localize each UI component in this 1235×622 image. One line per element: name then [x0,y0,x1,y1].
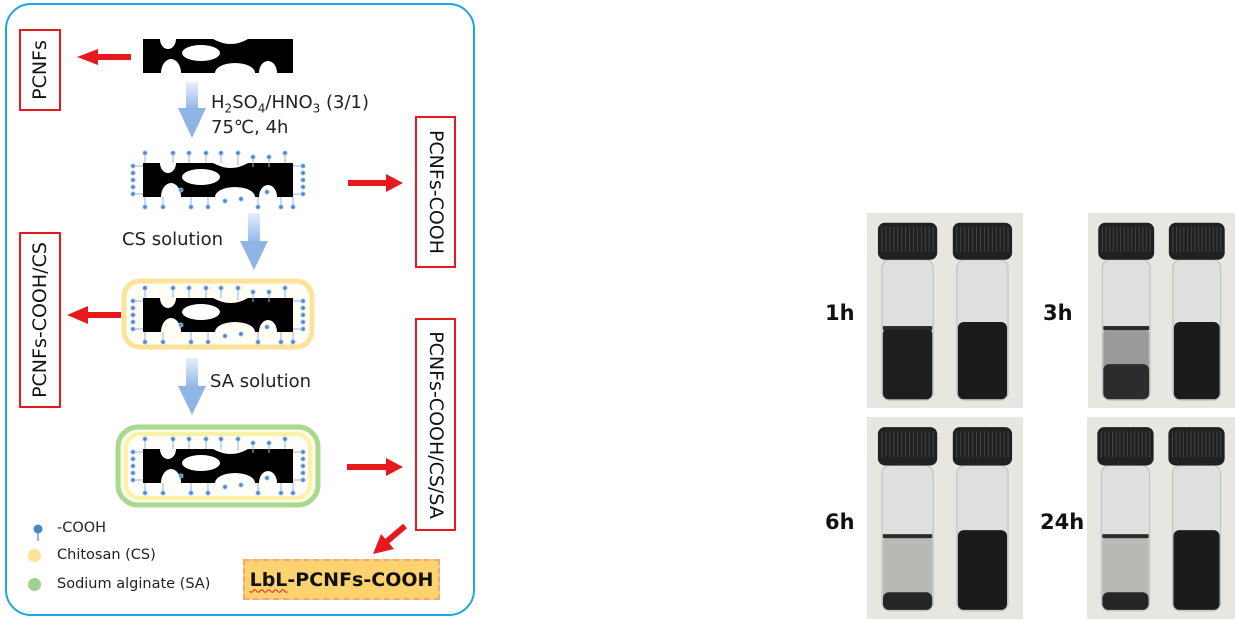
text-part: 2 [224,101,233,116]
vial-meniscus [882,326,933,331]
vial-photo-6h [867,417,1023,619]
vial-meniscus [882,534,933,539]
sa-step-label: SA solution [210,371,312,392]
vial-liquid [1102,536,1149,610]
chitosan-dot-icon [28,548,41,562]
acid-treatment-conditions: 75℃, 4h [211,117,289,138]
vial-left [1098,222,1155,401]
vial-meniscus [1103,326,1150,331]
down-arrow-1 [178,82,206,138]
vial-cap [877,427,938,466]
final-product-label: LbL-PCNFs-COOH [250,569,434,591]
vial-cap [1168,222,1225,260]
vial-right [1168,222,1225,401]
vials-illustration [877,427,1013,612]
vial-liquid [957,322,1008,400]
pcnf-cooh-fiber [130,150,306,210]
vial-sediment [882,328,933,400]
vial-right [952,427,1013,612]
vial-cap [952,222,1013,260]
vial-sediment [1102,592,1149,610]
vial-left [877,427,938,612]
final-prefix: LbL [249,568,288,591]
text-part: H [211,92,225,113]
vials-illustration [1097,427,1225,612]
text-part: /HNO [265,92,313,113]
vial-photo-24h [1087,417,1235,619]
cs-step-label: CS solution [122,229,223,250]
label-box-pcnfs-cooh-cs: PCNFs-COOH/CS [19,232,61,408]
vial-sediment [1103,364,1150,400]
vial-left [1097,427,1154,612]
red-arrow-right-2 [347,458,403,476]
vial-liquid [1173,322,1220,400]
final-suffix: -PCNFs-COOH [287,568,434,591]
alginate-dot-icon [28,577,41,591]
red-arrow-left-1 [77,49,131,65]
vial-right [952,222,1013,401]
text-part: 3 [312,101,321,116]
vial-cap [877,222,938,260]
carboxyl-pin-icon [33,524,43,541]
vials-illustration [877,222,1013,401]
legend-item-chitosan: Chitosan (CS) [28,547,156,563]
vial-right [1168,427,1225,612]
text-part: 4 [257,101,266,116]
legend-label: Sodium alginate (SA) [57,576,211,592]
red-arrow-right-1 [348,174,403,192]
final-product-box: LbL-PCNFs-COOH [243,559,440,600]
scheme-graphics [33,39,407,554]
legend-label: -COOH [57,520,107,536]
vial-photo-3h [1088,213,1235,408]
down-arrow-2 [240,213,268,270]
label-box-pcnfs-cooh-cs-sa: PCNFs-COOH/CS/SA [415,318,456,531]
text-part: (3/1) [320,92,370,113]
down-arrow-3 [178,358,206,415]
vial-liquid [957,530,1008,610]
vial-meniscus [1102,534,1149,539]
text-part: SO [232,92,258,113]
vial-cap [952,427,1013,466]
legend-label: Chitosan (CS) [57,547,156,563]
vial-left [877,222,938,401]
time-label-24h: 24h [1040,510,1085,534]
label-box-pcnfs: PCNFs [19,29,61,111]
legend-item-sodium-alginate: Sodium alginate (SA) [28,576,210,592]
vial-sediment [882,592,933,610]
vial-liquid [1173,530,1220,610]
time-label-1h: 1h [825,301,855,325]
scheme-frame [5,3,475,616]
vial-cap [1098,222,1155,260]
vial-cap [1097,427,1154,466]
label-box-pcnfs-cooh: PCNFs-COOH [415,116,456,268]
acid-treatment-label: H2SO4/HNO3 (3/1) [211,92,369,116]
vials-illustration [1098,222,1225,401]
time-label-3h: 3h [1043,301,1073,325]
vial-cap [1168,427,1225,466]
red-arrow-left-2 [67,306,121,324]
vial-photo-1h [867,213,1023,408]
legend-item-cooh: -COOH [28,520,106,536]
time-label-6h: 6h [825,510,855,534]
red-arrow-diagonal [373,523,407,554]
vial-liquid [882,536,933,610]
pcnf-fiber [143,39,293,73]
